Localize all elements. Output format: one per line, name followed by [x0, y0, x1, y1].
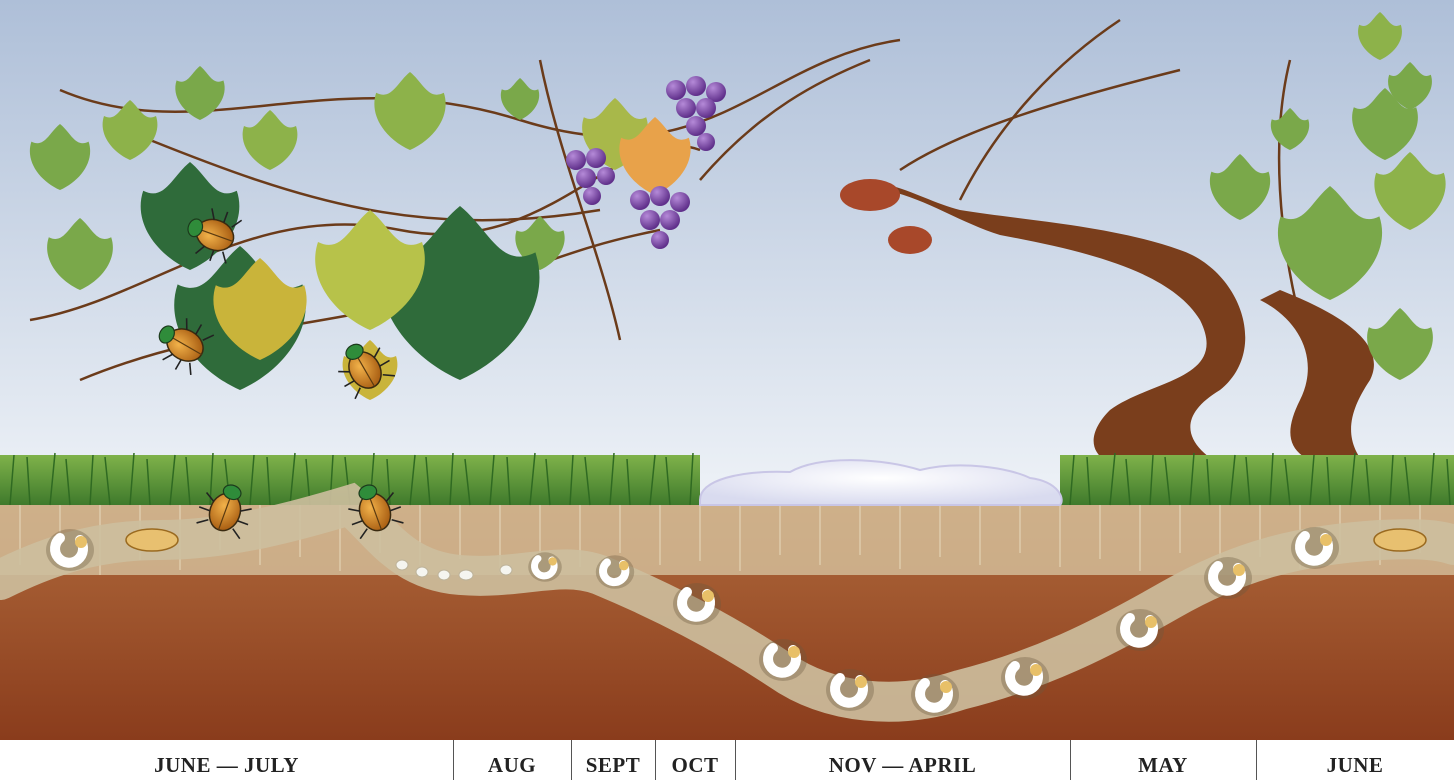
- timeline-segment-oct: OCT: [655, 740, 735, 780]
- timeline-segment-may: MAY: [1070, 740, 1256, 780]
- month-timeline: JUNE — JULY AUG SEPT OCT NOV — APRIL MAY…: [0, 740, 1454, 780]
- timeline-label: JUNE — JULY: [154, 753, 299, 778]
- timeline-label: OCT: [671, 753, 718, 778]
- timeline-segment-nov-april: NOV — APRIL: [735, 740, 1070, 780]
- timeline-label: NOV — APRIL: [829, 753, 976, 778]
- timeline-label: SEPT: [586, 753, 641, 778]
- timeline-segment-june: JUNE: [1256, 740, 1454, 780]
- timeline-segment-aug: AUG: [453, 740, 571, 780]
- timeline-segment-june-july: JUNE — JULY: [0, 740, 453, 780]
- timeline-label: AUG: [488, 753, 536, 778]
- timeline-label: MAY: [1138, 753, 1188, 778]
- timeline-segment-sept: SEPT: [571, 740, 655, 780]
- timeline-label: JUNE: [1327, 753, 1384, 778]
